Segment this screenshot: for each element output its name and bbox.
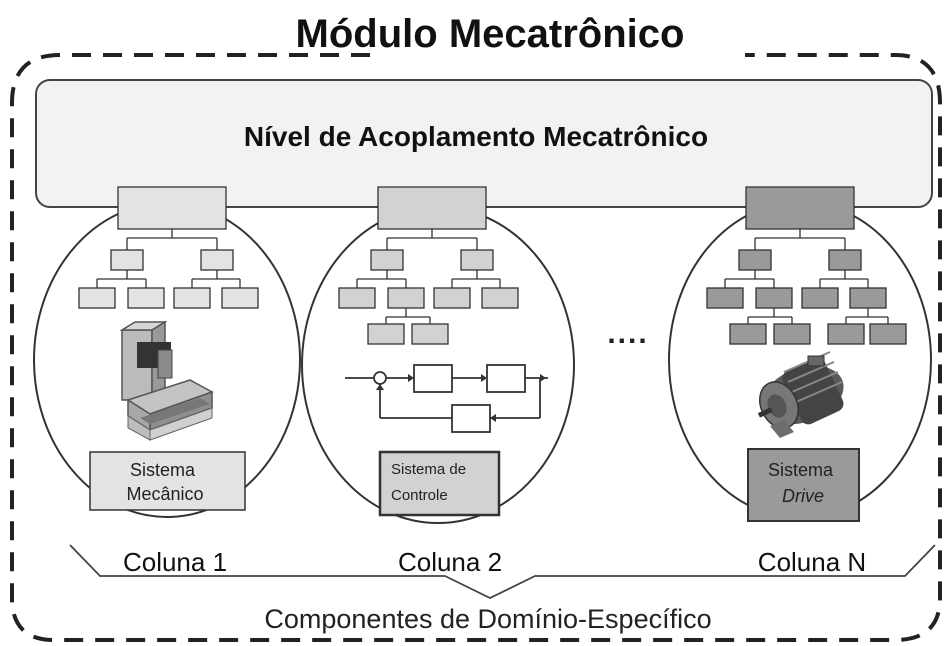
column-1-hierarchy-tree [78,186,259,309]
column-n-system-box: Sistema Drive [747,448,860,522]
tree-node-box [828,249,862,271]
column-2-system-label-line-2: Controle [391,487,448,504]
milling-machine-icon [119,320,214,441]
tree-node-box [433,287,471,309]
tree-node-box [200,249,234,271]
tree-node-box [110,249,144,271]
column-1-system-box: Sistema Mecânico [89,451,246,511]
tree-node-box [745,186,855,230]
coupling-level-label: Nível de Acoplamento Mecatrônico [244,121,708,152]
tree-node-box [367,323,405,345]
tree-node-box [78,287,116,309]
electric-motor-icon [757,351,844,438]
tree-node-box [221,287,259,309]
tree-node-box [411,323,449,345]
tree-node-box [377,186,487,230]
tree-node-box [481,287,519,309]
more-columns-ellipsis: .... [607,317,648,350]
tree-node-box [387,287,425,309]
column-n-system-label-line-2: Drive [782,486,824,506]
tree-node-box [869,323,907,345]
domain-specific-components-label: Componentes de Domínio-Específico [264,604,711,634]
tree-node-box [755,287,793,309]
tree-node-box [173,287,211,309]
tree-node-box [773,323,811,345]
tree-node-box [460,249,494,271]
column-2-system-box: Sistema de Controle [378,450,501,517]
tree-node-box [706,287,744,309]
tree-node-box [127,287,165,309]
components-bracket [69,544,936,600]
column-2-hierarchy-tree [338,186,519,345]
diagram-title: Módulo Mecatrônico [296,12,685,56]
svg-text:Sistema Mecânico: Sistema Mecânico [126,460,203,504]
column-2-name: Coluna 2 [398,547,502,577]
column-2-system-label-line-1: Sistema de [391,461,466,478]
tree-node-box [338,287,376,309]
tree-node-box [849,287,887,309]
tree-node-box [738,249,772,271]
tree-node-box [117,186,227,230]
column-n-name: Coluna N [758,547,866,577]
tree-node-box [370,249,404,271]
module-dashed-boundary [10,53,942,642]
svg-text:Sistema Drive: Sistema Drive [768,460,838,506]
tree-node-box [827,323,865,345]
control-loop-diagram [345,364,548,433]
column-1-name: Coluna 1 [123,547,227,577]
tree-node-box [801,287,839,309]
svg-text:Sistema de Controle: Sistema de Controle [391,461,470,504]
column-n-system-label-line-1: Sistema [768,460,834,480]
tree-node-box [729,323,767,345]
column-1-system-label-line-2: Mecânico [126,484,203,504]
column-n-hierarchy-tree [706,186,907,345]
column-1-system-label-line-1: Sistema [130,460,196,480]
